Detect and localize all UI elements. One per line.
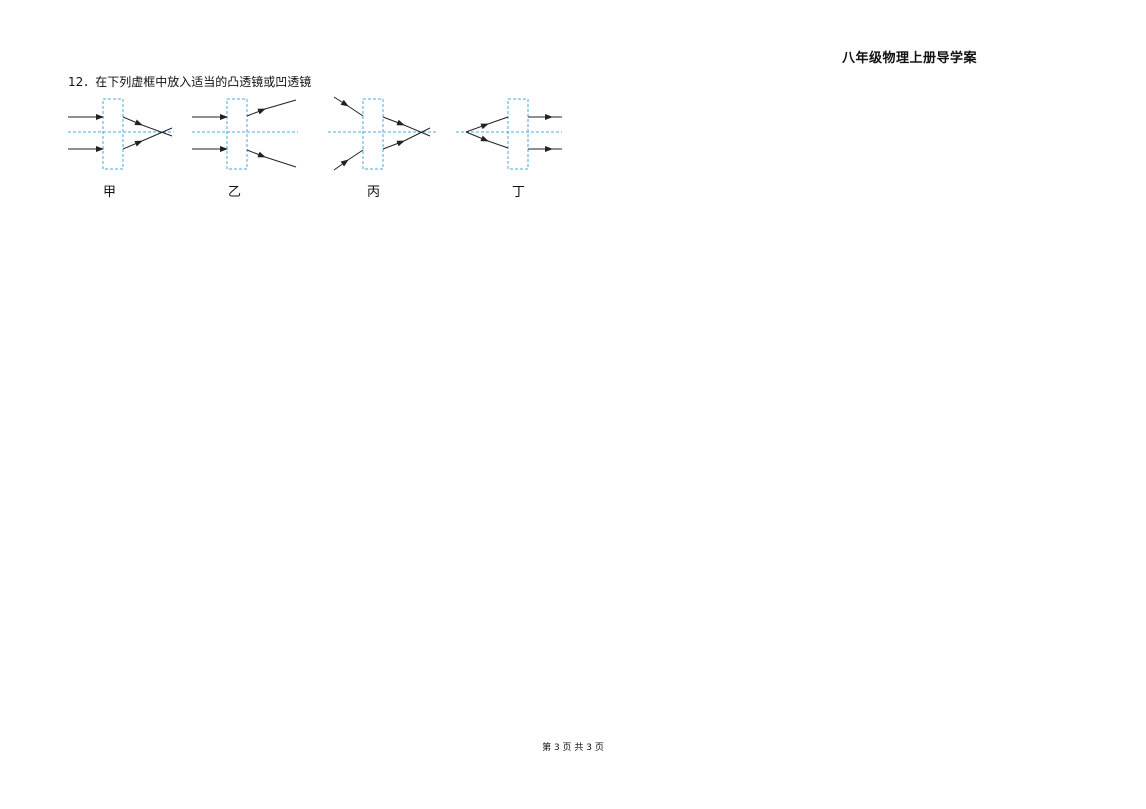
page-footer: 第 3 页 共 3 页 — [542, 743, 604, 753]
light-ray — [465, 123, 489, 133]
figure-label-yi: 乙 — [228, 185, 242, 200]
light-ray — [333, 159, 349, 171]
figure-jia-diagram — [68, 98, 174, 170]
light-ray — [333, 96, 349, 107]
light-ray — [382, 140, 405, 150]
light-ray — [246, 149, 266, 158]
dashed-lens-box — [362, 98, 384, 170]
figure-yi-diagram — [192, 98, 298, 170]
light-ray — [122, 116, 143, 126]
figure-label-ding: 丁 — [512, 185, 526, 200]
light-ray — [465, 131, 489, 142]
figure-label-jia: 甲 — [103, 185, 117, 200]
question-text: 12．在下列虚框中放入适当的凸透镜或凹透镜 — [68, 75, 312, 89]
figure-label-bing: 丙 — [367, 185, 381, 200]
light-ray — [246, 108, 266, 117]
figure-bing-diagram — [328, 96, 436, 171]
header-title: 八年级物理上册导学案 — [842, 51, 978, 66]
figure-ding-diagram — [456, 98, 562, 170]
light-ray — [382, 116, 405, 126]
dashed-lens-box — [226, 98, 248, 170]
dashed-lens-box — [507, 98, 529, 170]
dashed-lens-box — [102, 98, 124, 170]
light-ray — [122, 140, 143, 150]
